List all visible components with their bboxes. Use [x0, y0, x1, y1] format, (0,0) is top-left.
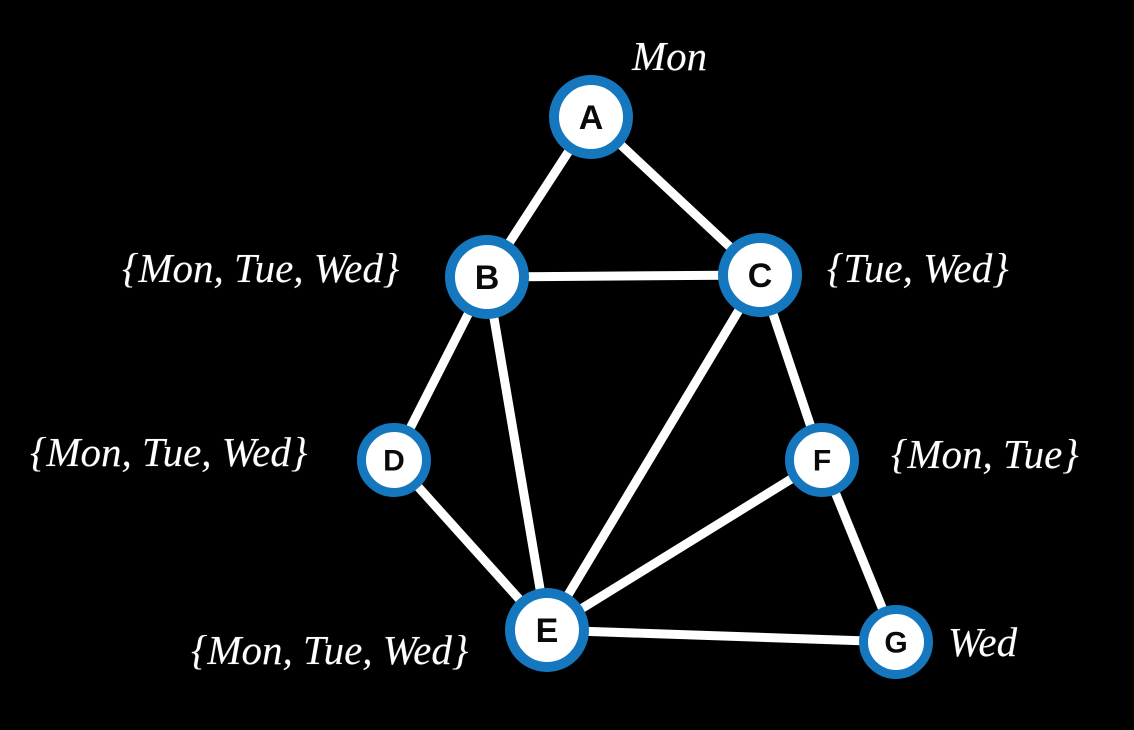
node-letter-a: A	[579, 99, 604, 137]
domain-label-a: Mon	[632, 33, 708, 79]
nodes-layer: A B C D E F G	[357, 75, 933, 679]
node-letter-d: D	[383, 445, 405, 478]
graph-node-f[interactable]: F	[785, 423, 859, 497]
graph-edge-e-f	[542, 455, 827, 635]
node-letter-b: B	[475, 259, 500, 297]
graph-edge-b-e	[482, 272, 552, 635]
node-circle-g	[859, 605, 933, 679]
node-circle-c	[718, 233, 802, 317]
domain-label-f: {Mon, Tue}	[891, 431, 1079, 477]
graph-node-d[interactable]: D	[357, 423, 431, 497]
domain-label-d: {Mon, Tue, Wed}	[30, 429, 308, 475]
node-letter-g: G	[884, 627, 907, 660]
domain-label-g: Wed	[948, 619, 1018, 665]
domain-label-e: {Mon, Tue, Wed}	[191, 627, 469, 673]
node-circle-f	[785, 423, 859, 497]
domain-label-b: {Mon, Tue, Wed}	[122, 245, 400, 291]
node-letter-e: E	[536, 612, 559, 650]
node-letter-c: C	[748, 257, 773, 295]
graph-node-a[interactable]: A	[549, 75, 633, 159]
node-circle-e	[505, 588, 589, 672]
graph-node-b[interactable]: B	[445, 235, 529, 319]
domain-label-c: {Tue, Wed}	[827, 245, 1009, 291]
graph-edge-e-g	[542, 625, 901, 647]
graph-node-c[interactable]: C	[718, 233, 802, 317]
graph-node-g[interactable]: G	[859, 605, 933, 679]
node-circle-d	[357, 423, 431, 497]
graph-node-e[interactable]: E	[505, 588, 589, 672]
node-circle-b	[445, 235, 529, 319]
node-circle-a	[549, 75, 633, 159]
graph-edge-c-e	[542, 270, 765, 635]
node-letter-f: F	[813, 445, 831, 478]
edges-layer	[389, 112, 901, 647]
graph-edge-b-c	[482, 270, 765, 282]
